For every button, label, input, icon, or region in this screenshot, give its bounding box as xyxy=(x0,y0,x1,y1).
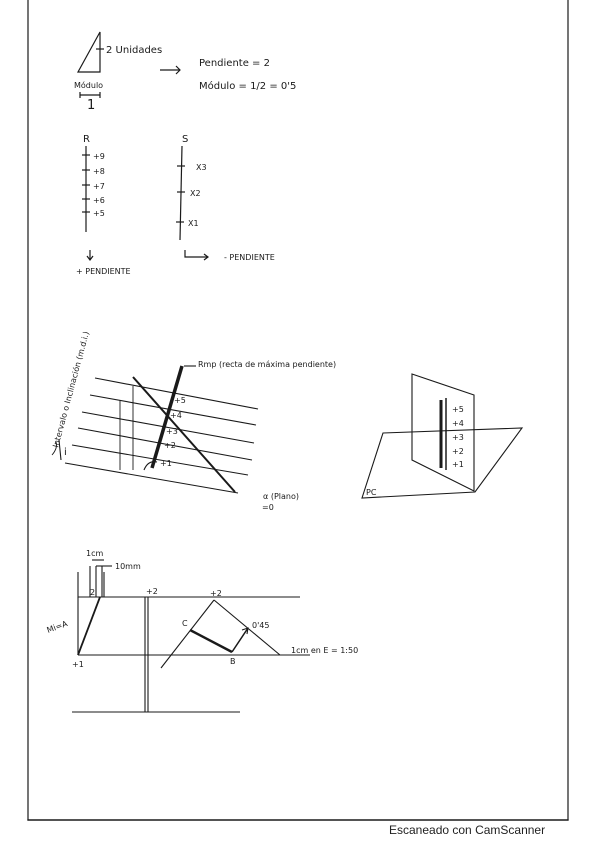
scale-label: 1cm en E = 1:50 xyxy=(291,646,358,655)
plane-3d-sketch: +5 +4 +3 +2 +1 PC xyxy=(361,373,524,499)
one-cm-label: 1cm xyxy=(86,549,103,558)
alpha-plane-label: α (Plano) xyxy=(263,492,299,501)
zero-label: =0 xyxy=(262,503,274,512)
slope-triangle-sketch: 2 Unidades Módulo 1 Pendiente = 2 Módulo… xyxy=(74,31,296,113)
one-label: 1 xyxy=(87,98,95,113)
r-label: R xyxy=(83,134,90,145)
contour-line xyxy=(77,427,253,461)
triangle-right-edge xyxy=(213,599,281,656)
level-label: +2 xyxy=(452,447,464,456)
units-label: 2 Unidades xyxy=(106,45,162,56)
mi-a-label: Mi=A xyxy=(46,619,70,635)
r-tick-label: +7 xyxy=(93,182,105,191)
interval-side-label: Intervalo o Inclinación (m.d.i.) xyxy=(50,330,91,448)
contour-line xyxy=(89,394,257,426)
contour-line xyxy=(71,444,249,476)
scale-construction-sketch: 1cm 10mm 2 Mi=A +1 +2 +2 C B 0'45 1cm en… xyxy=(46,549,358,713)
plus-pendiente-label: + PENDIENTE xyxy=(76,267,131,276)
contour-label: +2 xyxy=(164,441,176,450)
r-tick-label: +6 xyxy=(93,196,105,205)
segment-cb xyxy=(189,628,233,654)
contour-label: +5 xyxy=(174,396,186,405)
ten-mm-label: 10mm xyxy=(115,562,141,571)
contour-line xyxy=(81,411,255,444)
i-label: i xyxy=(64,447,67,458)
s-label: S xyxy=(182,134,188,145)
slope-line xyxy=(132,376,236,493)
contour-label: +1 xyxy=(160,459,172,468)
arrow-head-icon xyxy=(241,627,249,635)
level-label: +1 xyxy=(452,460,464,469)
rmp-label: Rmp (recta de máxima pendiente) xyxy=(198,360,336,369)
module-hypotenuse xyxy=(77,596,101,656)
point-b-label: B xyxy=(230,657,236,666)
r-tick-label: +9 xyxy=(93,152,105,161)
minus-pendiente-label: - PENDIENTE xyxy=(224,253,275,262)
triangle-shape xyxy=(76,31,101,73)
triangle-left-edge xyxy=(160,599,215,669)
pendiente-eq: Pendiente = 2 xyxy=(199,58,270,69)
modulo-label: Módulo xyxy=(74,80,103,90)
point-c-label: C xyxy=(182,619,188,628)
plus-one-label: +1 xyxy=(72,660,84,669)
plus-two-label: +2 xyxy=(146,587,158,596)
two-label: 2 xyxy=(90,588,95,597)
contour-label: +4 xyxy=(170,411,182,420)
horizontal-plane xyxy=(361,427,524,499)
s-tick-label: X2 xyxy=(190,189,201,198)
modulo-eq: Módulo = 1/2 = 0'5 xyxy=(199,80,296,92)
right-hook-arrow-icon xyxy=(184,250,208,258)
contour-line xyxy=(94,377,259,410)
plus-two-apex-label: +2 xyxy=(210,589,222,598)
s-tick-label: X1 xyxy=(188,219,199,228)
segment-bd xyxy=(231,627,249,653)
s-line xyxy=(179,145,183,241)
inclined-plane xyxy=(411,373,475,492)
r-tick-label: +5 xyxy=(93,209,105,218)
scanner-watermark: Escaneado con CamScanner xyxy=(389,823,546,837)
level-label: +5 xyxy=(452,405,464,414)
contour-label: +3 xyxy=(166,427,178,436)
level-label: +4 xyxy=(452,419,464,428)
contour-line xyxy=(64,462,239,494)
point-d-label: 0'45 xyxy=(252,621,269,630)
r-tick-label: +8 xyxy=(93,167,105,176)
s-tick-label: X3 xyxy=(196,163,207,172)
plane-contours-sketch: Intervalo o Inclinación (m.d.i.) i Rmp (… xyxy=(50,330,336,512)
level-label: +3 xyxy=(452,433,464,442)
graduated-lines-sketch: R S +9 +8 +7 +6 +5 X3 X2 X1 + PENDIENTE … xyxy=(76,134,275,276)
rmp-line xyxy=(150,365,184,469)
pc-label: PC xyxy=(366,488,377,497)
